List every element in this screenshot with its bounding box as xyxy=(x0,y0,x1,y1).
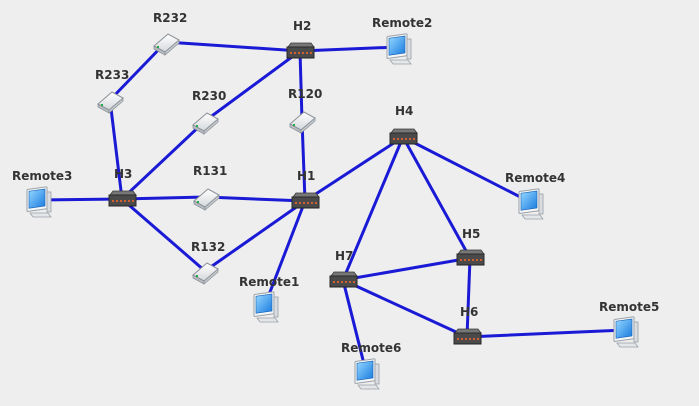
hub-icon xyxy=(389,128,418,145)
link-h4-h5[interactable] xyxy=(401,135,472,260)
node-label-r232: R232 xyxy=(153,11,187,25)
node-label-h5: H5 xyxy=(462,227,480,241)
link-r232-h2[interactable] xyxy=(164,40,302,53)
link-h4-remote4[interactable] xyxy=(401,135,532,204)
link-h1-remote1[interactable] xyxy=(263,199,307,307)
node-label-h1: H1 xyxy=(297,169,315,183)
node-remote5[interactable] xyxy=(613,316,639,348)
node-r230[interactable] xyxy=(192,112,219,135)
node-label-h3: H3 xyxy=(114,167,132,181)
link-r132-h1[interactable] xyxy=(203,199,307,273)
hub-icon xyxy=(453,328,482,345)
node-remote4[interactable] xyxy=(518,188,544,220)
router-icon xyxy=(192,262,219,285)
node-remote1[interactable] xyxy=(253,291,279,323)
node-r233[interactable] xyxy=(97,91,124,114)
hub-icon xyxy=(329,271,358,288)
node-h5[interactable] xyxy=(456,249,485,266)
node-label-r132: R132 xyxy=(191,240,225,254)
link-r120-h1[interactable] xyxy=(300,118,307,203)
hub-icon xyxy=(108,190,137,207)
link-r230-h3[interactable] xyxy=(120,119,207,201)
link-r131-h1[interactable] xyxy=(204,195,307,203)
node-r131[interactable] xyxy=(193,188,220,211)
link-h6-remote5[interactable] xyxy=(465,328,627,339)
node-label-remote3: Remote3 xyxy=(12,169,72,183)
computer-icon xyxy=(613,316,639,348)
node-label-h4: H4 xyxy=(395,104,413,118)
link-h2-r120[interactable] xyxy=(298,49,304,122)
link-r232-r233[interactable] xyxy=(108,40,168,102)
node-r232[interactable] xyxy=(153,33,180,56)
node-remote2[interactable] xyxy=(386,33,412,65)
links-layer xyxy=(36,40,627,374)
hub-icon xyxy=(286,42,315,59)
computer-icon xyxy=(518,188,544,220)
node-remote3[interactable] xyxy=(26,186,52,218)
node-label-r131: R131 xyxy=(193,164,227,178)
node-label-remote6: Remote6 xyxy=(341,341,401,355)
node-r132[interactable] xyxy=(192,262,219,285)
node-label-remote1: Remote1 xyxy=(239,275,299,289)
node-h6[interactable] xyxy=(453,328,482,345)
link-h1-h4[interactable] xyxy=(303,135,405,203)
link-h3-r132[interactable] xyxy=(120,197,207,273)
computer-icon xyxy=(354,358,380,390)
node-remote6[interactable] xyxy=(354,358,380,390)
node-h1[interactable] xyxy=(291,192,320,209)
link-h2-r230[interactable] xyxy=(203,49,302,123)
link-remote3-h3[interactable] xyxy=(36,197,124,202)
node-label-remote2: Remote2 xyxy=(372,16,432,30)
node-label-h7: H7 xyxy=(335,249,353,263)
node-r120[interactable] xyxy=(289,111,316,134)
router-icon xyxy=(289,111,316,134)
computer-icon xyxy=(386,33,412,65)
link-h2-remote2[interactable] xyxy=(298,45,400,53)
node-label-h6: H6 xyxy=(460,305,478,319)
node-label-r233: R233 xyxy=(95,68,129,82)
link-h7-remote6[interactable] xyxy=(341,278,368,374)
node-h7[interactable] xyxy=(329,271,358,288)
node-label-r120: R120 xyxy=(288,87,322,101)
link-r233-h3[interactable] xyxy=(108,98,124,201)
computer-icon xyxy=(253,291,279,323)
node-label-remote5: Remote5 xyxy=(599,300,659,314)
router-icon xyxy=(153,33,180,56)
node-label-h2: H2 xyxy=(293,19,311,33)
node-h4[interactable] xyxy=(389,128,418,145)
router-icon xyxy=(193,188,220,211)
link-h4-h7[interactable] xyxy=(341,135,405,282)
node-label-r230: R230 xyxy=(192,89,226,103)
node-h3[interactable] xyxy=(108,190,137,207)
hub-icon xyxy=(291,192,320,209)
node-h2[interactable] xyxy=(286,42,315,59)
link-h7-h6[interactable] xyxy=(341,278,469,339)
router-icon xyxy=(192,112,219,135)
router-icon xyxy=(97,91,124,114)
node-label-remote4: Remote4 xyxy=(505,171,565,185)
hub-icon xyxy=(456,249,485,266)
link-h5-h6[interactable] xyxy=(465,256,472,339)
link-h5-h7[interactable] xyxy=(341,256,472,282)
computer-icon xyxy=(26,186,52,218)
